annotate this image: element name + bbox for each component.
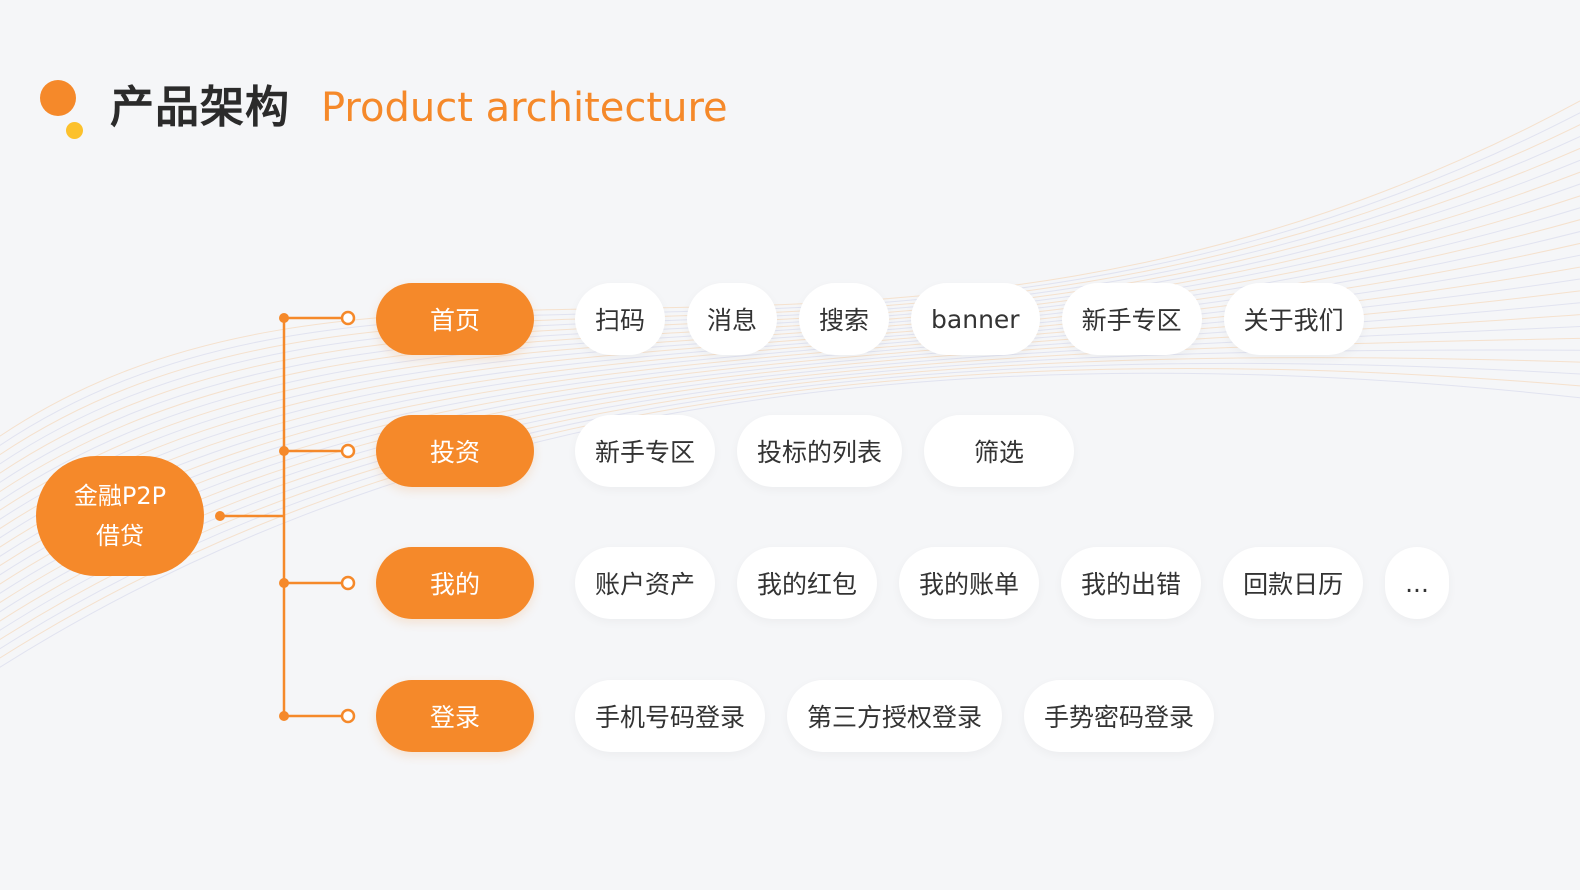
wave-line xyxy=(0,372,1580,668)
category-invest: 投资 xyxy=(376,415,534,487)
root-node-line2: 借贷 xyxy=(96,522,144,550)
header-dot-small xyxy=(66,122,83,139)
item-my-bills: 我的账单 xyxy=(899,547,1040,619)
wave-line xyxy=(0,207,1580,521)
wave-line xyxy=(0,135,1580,465)
category-login: 登录 xyxy=(376,680,534,752)
wave-line xyxy=(0,112,1580,447)
item-messages: 消息 xyxy=(687,283,778,355)
page-subtitle: Product architecture xyxy=(321,85,728,131)
item-scan: 扫码 xyxy=(575,283,666,355)
root-node-line1: 金融P2P xyxy=(73,482,167,510)
wave-line xyxy=(0,367,1580,659)
item-search: 搜索 xyxy=(799,283,890,355)
item-phone-login: 手机号码登录 xyxy=(575,680,766,752)
header-dot-large xyxy=(40,80,76,116)
wave-line xyxy=(0,100,1580,437)
wave-line xyxy=(0,183,1580,502)
item-newbie-zone: 新手专区 xyxy=(575,415,716,487)
item-newbie-zone: 新手专区 xyxy=(1061,283,1202,355)
row-login-items: 手机号码登录 第三方授权登录 手势密码登录 xyxy=(575,680,1215,752)
item-account-assets: 账户资产 xyxy=(575,547,716,619)
page-title: 产品架构 xyxy=(110,82,290,133)
item-bid-list: 投标的列表 xyxy=(737,415,903,487)
item-about-us: 关于我们 xyxy=(1223,283,1364,355)
item-banner: banner xyxy=(911,283,1040,355)
wave-line xyxy=(0,195,1580,511)
item-filter: 筛选 xyxy=(924,415,1075,487)
wave-line xyxy=(0,171,1580,493)
wave-line xyxy=(0,123,1580,456)
item-gesture-login: 手势密码登录 xyxy=(1024,680,1215,752)
root-node: 金融P2P 借贷 xyxy=(36,456,204,576)
item-my-red-packets: 我的红包 xyxy=(737,547,878,619)
item-repayment-calendar: 回款日历 xyxy=(1223,547,1364,619)
category-mine: 我的 xyxy=(376,547,534,619)
wave-line xyxy=(0,159,1580,484)
item-more: ... xyxy=(1385,547,1449,619)
wave-line xyxy=(0,147,1580,474)
item-my-errors: 我的出错 xyxy=(1061,547,1202,619)
row-mine-items: 账户资产 我的红包 我的账单 我的出错 回款日历 ... xyxy=(575,547,1449,619)
category-home: 首页 xyxy=(376,283,534,355)
row-invest-items: 新手专区 投标的列表 筛选 xyxy=(575,415,1075,487)
row-home-items: 扫码 消息 搜索 banner 新手专区 关于我们 xyxy=(575,283,1364,355)
item-third-party-login: 第三方授权登录 xyxy=(787,680,1003,752)
